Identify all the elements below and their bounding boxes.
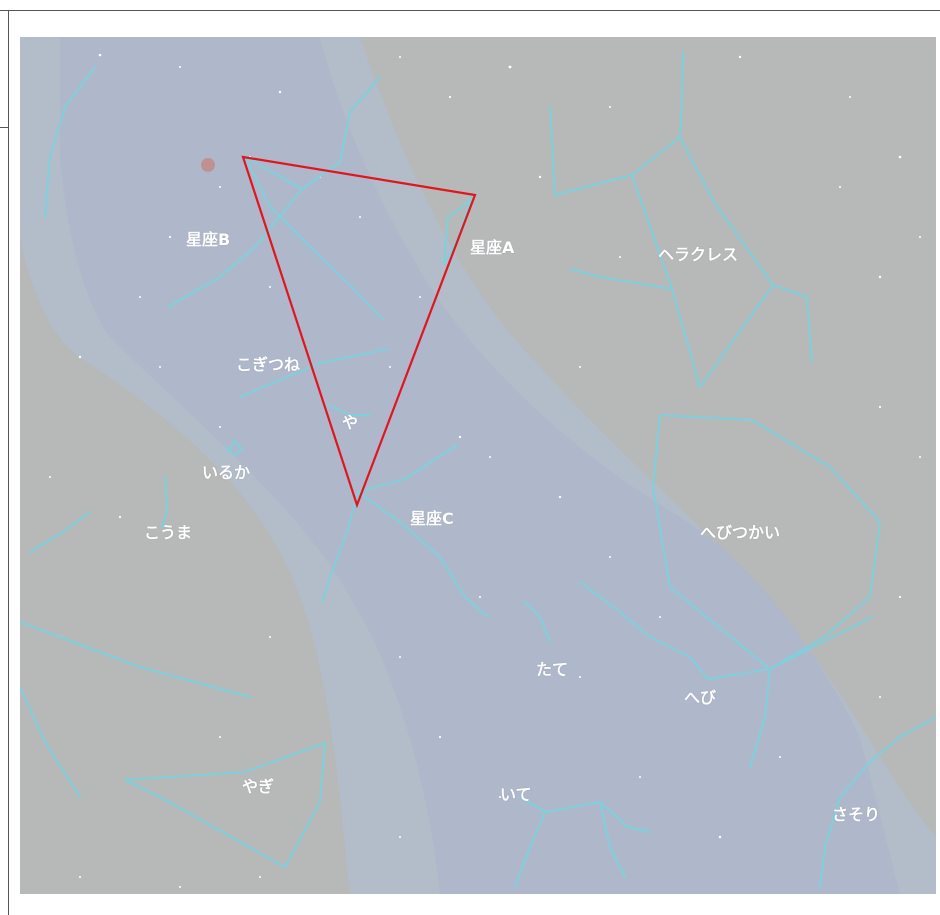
milky-way-core [60,37,900,894]
label-ophiuchus: へびつかい [700,523,781,542]
triangle [241,155,477,509]
star-chart-graphics [20,37,936,894]
label-star-c: 星座C [410,509,454,528]
frame-left-border [8,10,9,915]
frame-stub-line [0,127,8,128]
star-field [49,53,921,888]
label-star-a: 星座A [470,238,515,257]
label-delphinus: いるか [202,463,251,482]
label-vulpecula: こぎつね [236,355,301,374]
label-scutum: たて [536,660,569,679]
star-chart: 星座A 星座B 星座C ヘラクレス こぎつね や いるか こうま へびつかい た… [20,37,936,894]
constellation-lines [20,51,936,888]
label-hercules: ヘラクレス [658,245,739,264]
label-sagittarius: いて [500,785,532,804]
frame-top-border [0,10,940,11]
label-serpens: へび [684,688,717,707]
label-capricornus: やぎ [242,777,275,796]
red-nebula [201,158,215,172]
label-star-b: 星座B [186,230,231,249]
label-scorpius: さそり [832,805,881,824]
label-equuleus: こうま [144,523,193,542]
label-sagitta: や [342,413,359,432]
